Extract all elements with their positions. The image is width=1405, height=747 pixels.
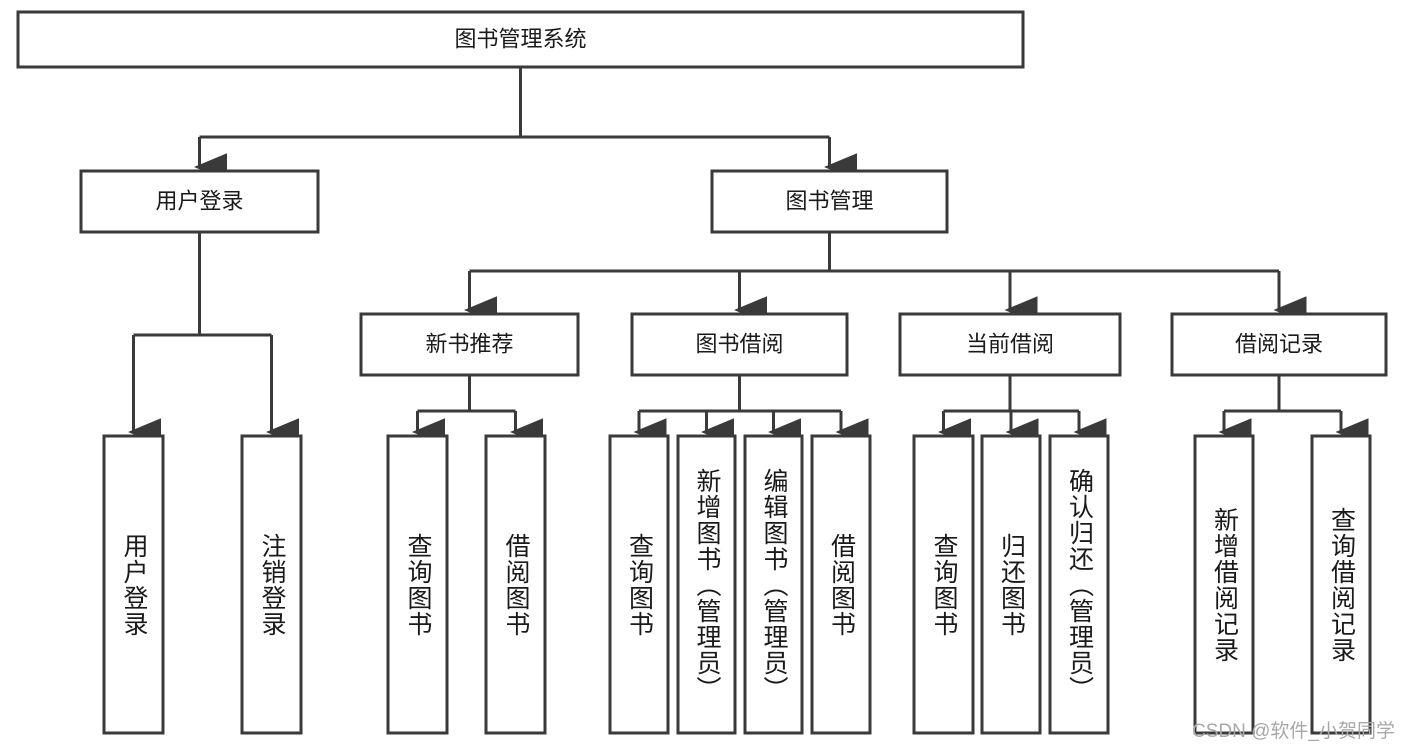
leaf-node-box[interactable] xyxy=(484,434,547,735)
level3-node-box[interactable] xyxy=(1170,312,1388,377)
leaf-node[interactable]: 新增借阅记录 xyxy=(1195,436,1253,733)
leaf-node-inner: 查询图书 xyxy=(388,436,447,733)
leaf-node[interactable]: 新增图书（管理员） xyxy=(678,436,735,733)
leaf-node-label: 确认归还（管理员） xyxy=(1065,467,1094,702)
leaf-node-label: 新增借阅记录 xyxy=(1210,506,1239,663)
leaf-node-inner: 查询图书 xyxy=(914,436,973,733)
leaf-node[interactable]: 查询图书 xyxy=(610,436,668,733)
leaf-node[interactable]: 查询图书 xyxy=(388,436,447,733)
leaf-node-inner: 借阅图书 xyxy=(486,436,545,733)
leaf-node-box[interactable] xyxy=(386,434,449,735)
leaf-node-inner: 新增图书（管理员） xyxy=(678,436,735,733)
root-node-label: 图书管理系统 xyxy=(454,26,586,51)
level2-node-label: 图书管理 xyxy=(785,188,873,213)
leaf-node[interactable]: 查询借阅记录 xyxy=(1312,436,1370,733)
leaf-node-box[interactable] xyxy=(1310,434,1372,735)
leaf-node-inner: 查询借阅记录 xyxy=(1312,436,1370,733)
leaf-node-label: 编辑图书（管理员） xyxy=(760,467,788,702)
leaf-node-inner: 确认归还（管理员） xyxy=(1050,436,1108,733)
level3-node-label: 图书借阅 xyxy=(695,331,783,356)
leaf-node-inner: 查询图书 xyxy=(610,436,668,733)
leaf-node-box[interactable] xyxy=(102,434,165,735)
leaf-node-inner: 归还图书 xyxy=(982,436,1040,733)
node-rects-layer xyxy=(16,10,1388,735)
leaf-node-label: 注销登录 xyxy=(258,532,286,637)
leaf-node-inner: 新增借阅记录 xyxy=(1195,436,1253,733)
leaf-node-label: 借阅图书 xyxy=(502,532,530,637)
root-node-box[interactable] xyxy=(16,10,1025,69)
level3-node-label: 借阅记录 xyxy=(1235,331,1323,356)
leaf-node-label: 新增图书（管理员） xyxy=(693,467,721,702)
leaf-node-box[interactable] xyxy=(980,434,1042,735)
level2-node-box[interactable] xyxy=(79,169,320,234)
leaf-node-box[interactable] xyxy=(1193,434,1255,735)
leaf-node-label: 归还图书 xyxy=(997,532,1026,637)
level2-node-label: 用户登录 xyxy=(155,188,243,213)
level3-node-box[interactable] xyxy=(359,312,580,377)
leaf-node-inner: 编辑图书（管理员） xyxy=(745,436,802,733)
leaf-node-label: 查询借阅记录 xyxy=(1327,506,1356,663)
level2-node-box[interactable] xyxy=(710,169,949,234)
level3-node-box[interactable] xyxy=(630,312,849,377)
level3-node-label: 当前借阅 xyxy=(966,331,1054,356)
level3-node-label: 新书推荐 xyxy=(425,331,513,356)
leaf-node-inner: 注销登录 xyxy=(242,436,301,733)
leaf-node-box[interactable] xyxy=(1048,434,1110,735)
leaf-node[interactable]: 查询图书 xyxy=(914,436,973,733)
leaf-node[interactable]: 注销登录 xyxy=(242,436,301,733)
leaf-node-box[interactable] xyxy=(912,434,975,735)
leaf-node-inner: 用户登录 xyxy=(104,436,163,733)
leaf-node-box[interactable] xyxy=(810,434,872,735)
leaf-node[interactable]: 编辑图书（管理员） xyxy=(745,436,802,733)
connectors-layer xyxy=(128,67,1369,446)
leaf-node[interactable]: 用户登录 xyxy=(104,436,163,733)
csdn-watermark: CSDN @软件_小贺同学 xyxy=(1192,721,1395,742)
leaf-node-inner: 借阅图书 xyxy=(812,436,870,733)
leaf-node-box[interactable] xyxy=(608,434,670,735)
leaf-node-box[interactable] xyxy=(240,434,303,735)
leaf-node-label: 用户登录 xyxy=(120,532,148,637)
leaf-node-label: 查询图书 xyxy=(404,532,432,637)
leaf-node-box[interactable] xyxy=(676,434,737,735)
leaf-node-label: 查询图书 xyxy=(930,532,958,637)
leaf-node[interactable]: 确认归还（管理员） xyxy=(1050,436,1108,733)
level3-node-box[interactable] xyxy=(898,312,1122,377)
leaf-node-label: 借阅图书 xyxy=(827,532,856,637)
leaf-node[interactable]: 借阅图书 xyxy=(486,436,545,733)
leaf-node-label: 查询图书 xyxy=(625,532,654,637)
leaf-node[interactable]: 借阅图书 xyxy=(812,436,870,733)
leaf-node[interactable]: 归还图书 xyxy=(982,436,1040,733)
leaf-node-box[interactable] xyxy=(743,434,804,735)
